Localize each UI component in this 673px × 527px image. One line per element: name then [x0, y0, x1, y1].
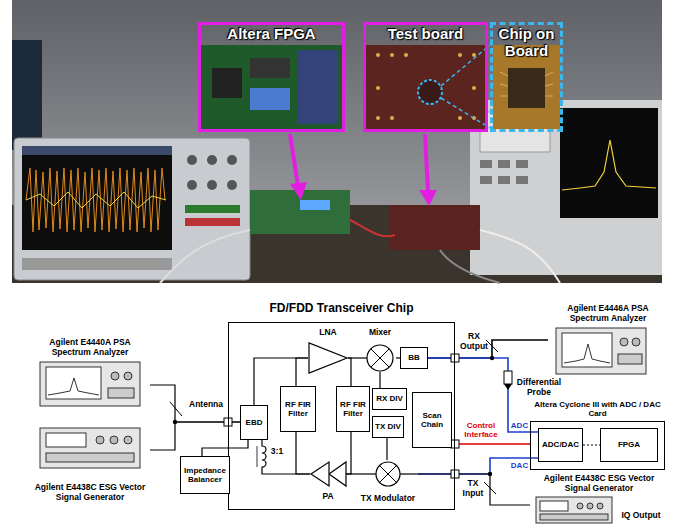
node-label: ADC/DAC: [542, 440, 579, 449]
node-label: Agilent E4438C ESG Vector Signal Generat…: [530, 474, 668, 494]
node-label: FD/FDD Transceiver Chip: [269, 302, 413, 316]
annotation-label: TX Input: [458, 479, 488, 499]
node-label: RF FIR Filter: [338, 400, 368, 418]
node-label: Agilent E4440A PSA Spectrum Analyzer: [30, 338, 150, 358]
photo-callout-box: Test board: [363, 22, 488, 132]
annotation-label: Antenna: [186, 400, 226, 410]
node-label: FPGA: [618, 440, 640, 449]
node-label: Mixer: [369, 328, 391, 338]
node-label: Impedance Balancer: [182, 466, 228, 484]
annotation-label: Differential Probe: [514, 378, 564, 398]
connector: [418, 458, 538, 474]
mixer-symbol: Mixer: [364, 328, 396, 372]
node-label: Test board: [388, 26, 464, 43]
node-label: Agilent E4446A PSA Spectrum Analyzer: [548, 304, 668, 324]
node-label: EBD: [246, 418, 263, 427]
edge-label: DAC: [510, 461, 529, 470]
photo-callout-box: Chip on Board: [490, 22, 563, 132]
process-box: Impedance Balancer: [180, 456, 230, 494]
node-label: Scan Chain: [414, 411, 450, 429]
filter-box: RF FIR Filter: [280, 386, 316, 432]
connector: [348, 357, 364, 358]
connector: [428, 340, 548, 358]
process-box: Scan Chain: [412, 392, 452, 448]
annotation-label: IQ Output: [618, 511, 664, 521]
node-label: LNA: [319, 328, 336, 338]
node-label: Altera FPGA: [227, 26, 315, 43]
process-box: EBD: [240, 405, 268, 440]
edge-label: ADC: [510, 421, 529, 430]
node-label: PA: [322, 492, 333, 502]
node-label: TX Modulator: [361, 494, 415, 504]
amplifier-symbol: PA: [310, 458, 346, 502]
process-box: ADC/DAC: [538, 428, 583, 462]
node-label: RF FIR Filter: [282, 400, 314, 418]
node-label: BB: [408, 353, 420, 362]
connector: [202, 440, 248, 456]
annotation-label: RX Output: [458, 332, 490, 352]
node-label: TX DIV: [375, 422, 401, 431]
annotation-label: 3:1: [269, 447, 285, 457]
instrument: Agilent E4446A PSA Spectrum Analyzer: [548, 304, 668, 378]
connector: [452, 443, 530, 445]
connector: [583, 444, 600, 445]
process-box: FPGA: [600, 428, 658, 462]
node-label: Chip on Board: [493, 26, 560, 59]
card-block: Altera Cyclone III with ADC / DAC CardAD…: [530, 400, 665, 470]
connector: [346, 432, 351, 474]
connector: [348, 358, 351, 386]
instrument: Agilent E4440A PSA Spectrum Analyzer: [30, 338, 150, 410]
node-label: RX DIV: [376, 394, 403, 403]
filter-box: RF FIR Filter: [336, 386, 370, 432]
instrument: Agilent E4438C ESG Vector Signal Generat…: [30, 425, 150, 503]
chip-block: FD/FDD Transceiver ChipLNA MixerBB EBD RF F…: [228, 302, 455, 510]
process-box: RX DIV: [372, 388, 407, 410]
edge-label: Control Interface: [458, 421, 504, 439]
connector: [379, 372, 380, 388]
connector: [296, 432, 310, 474]
process-box: TX DIV: [372, 416, 404, 438]
connector: [296, 358, 308, 386]
connector: [150, 385, 240, 422]
connector: [418, 474, 530, 505]
connector: [262, 440, 310, 474]
photo-callout-box: Altera FPGA: [198, 22, 345, 132]
modulator-symbol: TX Modulator: [358, 460, 418, 504]
amplifier-symbol: LNA: [308, 328, 348, 378]
connector: [386, 438, 387, 460]
node-label: Altera Cyclone III with ADC / DAC Card: [530, 400, 665, 418]
process-box: BB: [400, 347, 428, 369]
node-label: Agilent E4438C ESG Vector Signal Generat…: [30, 483, 150, 503]
